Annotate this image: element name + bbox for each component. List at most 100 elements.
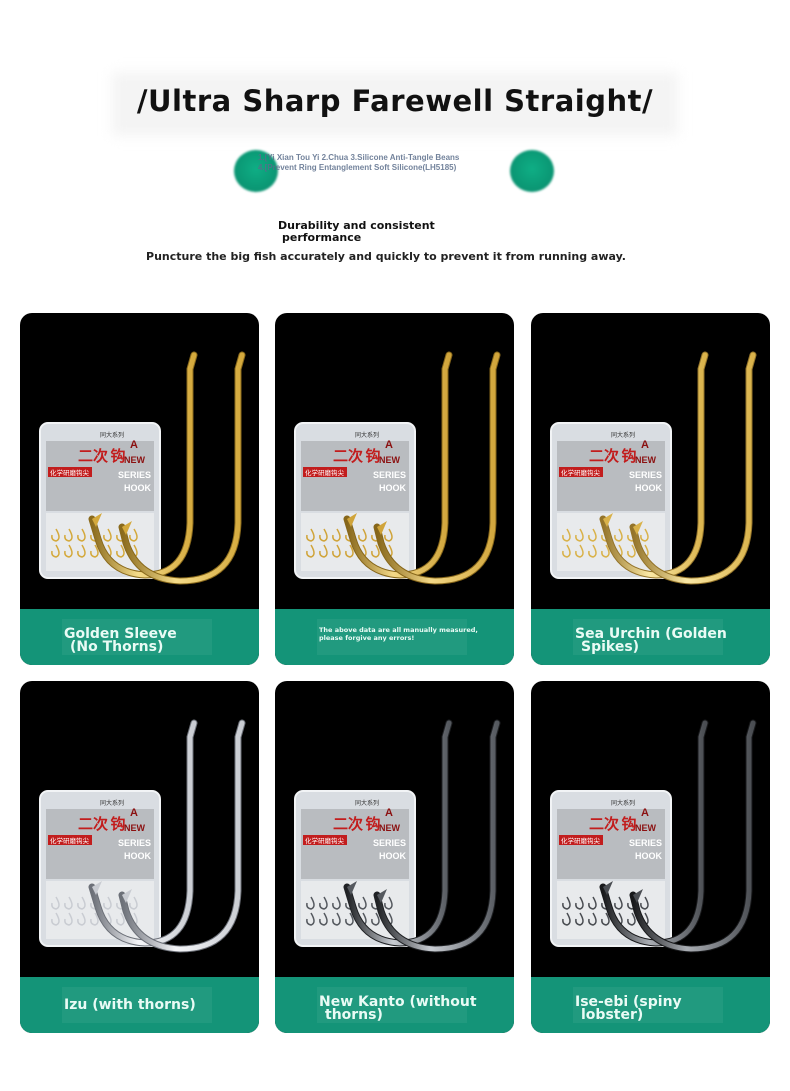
faint-spec-line-1: 1.[Yi Xian Tou Yi 2.Chua 3.Silicone Anti…	[258, 153, 460, 162]
small-hook	[601, 912, 610, 926]
small-hook	[384, 896, 393, 910]
small-hook	[345, 544, 354, 558]
small-hook	[319, 896, 328, 910]
small-hook	[627, 912, 636, 926]
faint-spec-lines: 1.[Yi Xian Tou Yi 2.Chua 3.Silicone Anti…	[258, 153, 498, 173]
label-band-highlight	[573, 619, 723, 655]
small-hook	[640, 528, 649, 542]
measurement-note-line-1: The above data are all manually measured…	[319, 626, 478, 634]
label-band: Golden Sleeve (No Thorns)	[20, 609, 259, 665]
large-hooks	[88, 351, 246, 585]
small-hook	[319, 528, 328, 542]
box-cn-label: 化学研磨钩尖	[305, 836, 345, 845]
small-hook	[51, 528, 60, 542]
sub-heading-line-2: performance	[282, 231, 362, 244]
box-latin-a: A	[641, 807, 649, 819]
faint-spec-line-2: 4.[Prevent Ring Entanglement Soft Silico…	[258, 163, 457, 172]
hook-barb	[603, 881, 613, 895]
label-band-highlight	[62, 619, 212, 655]
box-latin-new: NEW	[379, 455, 401, 465]
small-hook	[371, 544, 380, 558]
small-hook	[51, 896, 60, 910]
box-cn-label: 化学研磨钩尖	[305, 468, 345, 477]
small-hook	[562, 528, 571, 542]
small-hook	[588, 528, 597, 542]
box-latin-a: A	[385, 807, 393, 819]
product-label: Ise-ebi (spiny lobster)	[575, 994, 682, 1023]
box-cn-label: 化学研磨钩尖	[50, 836, 90, 845]
hook-barb	[377, 521, 387, 535]
small-hook	[640, 896, 649, 910]
hook-barb	[633, 889, 643, 903]
hook-barb	[347, 513, 357, 527]
small-hook	[90, 912, 99, 926]
box-latin-series: SERIES	[629, 838, 662, 848]
label-band: Sea Urchin (Golden Spikes)	[531, 609, 770, 665]
box-latin-new: NEW	[124, 455, 146, 465]
small-hook	[562, 912, 571, 926]
product-label: New Kanto (without thorns)	[319, 995, 477, 1022]
hook-barb	[122, 521, 132, 535]
small-hook	[384, 528, 393, 542]
box-latin-series: SERIES	[118, 838, 151, 848]
box-cn-vertical: 同大系列	[100, 431, 124, 439]
box-cn-title: 二次 钩	[333, 447, 381, 465]
box-cn-label: 化学研磨钩尖	[561, 468, 601, 477]
small-hook	[129, 896, 138, 910]
small-hook	[588, 544, 597, 558]
small-hook	[64, 544, 73, 558]
large-hooks	[343, 351, 501, 585]
hook-barb	[92, 513, 102, 527]
box-cn-vertical: 同大系列	[611, 799, 635, 807]
small-hook	[116, 912, 125, 926]
product-card-ise-ebi[interactable]: 二次 钩 A NEW SERIES HOOK 化学研磨钩尖 同大系列 Ise-ebi (sp…	[531, 681, 770, 1033]
box-cn-vertical: 同大系列	[355, 799, 379, 807]
small-hook	[306, 896, 315, 910]
tagline: Puncture the big fish accurately and qui…	[146, 250, 626, 263]
small-hook	[77, 912, 86, 926]
product-label-line-1: Izu (with thorns)	[64, 997, 196, 1013]
box-latin-new: NEW	[124, 823, 146, 833]
large-hooks	[343, 719, 501, 953]
small-hook	[319, 544, 328, 558]
product-label-line-1: Ise-ebi (spiny	[575, 994, 682, 1010]
box-red-tag	[48, 467, 92, 477]
box-cn-label: 化学研磨钩尖	[561, 836, 601, 845]
product-label: Sea Urchin (Golden Spikes)	[575, 627, 727, 654]
product-photo: 二次 钩 A NEW SERIES HOOK 化学研磨钩尖 同大系列	[550, 719, 757, 953]
box-cn-title: 二次 钩	[78, 815, 126, 833]
hook-barb	[92, 881, 102, 895]
box-cn-title: 二次 钩	[589, 815, 637, 833]
measurement-note: The above data are all manually measured…	[319, 626, 478, 642]
small-hook	[332, 528, 341, 542]
small-hook	[575, 544, 584, 558]
small-hook	[77, 528, 86, 542]
sub-heading: Durability and consistent performance	[278, 220, 458, 244]
box-latin-series: SERIES	[118, 470, 151, 480]
label-band: Izu (with thorns)	[20, 977, 259, 1033]
large-hook-1	[344, 720, 452, 946]
small-hook	[103, 528, 112, 542]
box-latin-hook: HOOK	[635, 851, 663, 861]
box-latin-a: A	[130, 807, 138, 819]
small-hook	[51, 912, 60, 926]
small-hook	[103, 896, 112, 910]
hook-barb	[122, 889, 132, 903]
box-red-tag	[303, 835, 347, 845]
box-latin-new: NEW	[635, 823, 657, 833]
box-red-tag	[303, 467, 347, 477]
small-hook	[332, 896, 341, 910]
large-hook-1	[89, 352, 197, 578]
product-label-line-2: lobster)	[581, 1007, 644, 1023]
label-band: New Kanto (without thorns)	[275, 977, 514, 1033]
small-hook	[358, 896, 367, 910]
box-latin-a: A	[641, 439, 649, 451]
large-hook-1	[600, 720, 708, 946]
